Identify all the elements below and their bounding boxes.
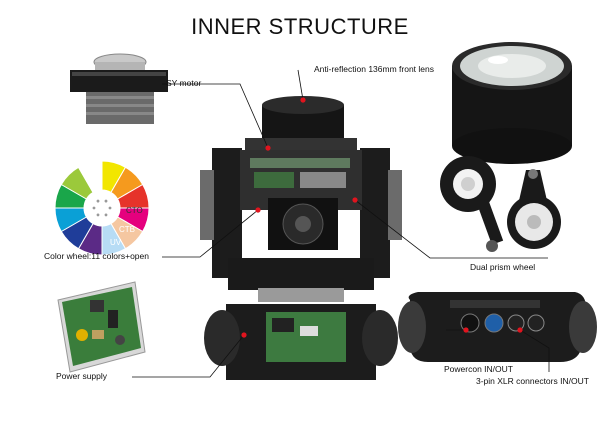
page-title: INNER STRUCTURE	[191, 14, 409, 39]
label-xlr: 3-pin XLR connectors IN/OUT	[476, 376, 589, 386]
label-sy-motor: SY motor	[166, 78, 202, 88]
wheel-cto-label: CTO	[126, 206, 143, 215]
wheel-uv-label: UV	[110, 238, 122, 247]
color-wheel-image	[54, 160, 150, 256]
callout-dots	[241, 97, 523, 338]
prism-wheel-image	[440, 156, 561, 252]
label-power-supply: Power supply	[56, 371, 108, 381]
color-wheel-hub-hole	[108, 206, 112, 210]
color-wheel-hub	[84, 190, 120, 226]
color-wheel-hub-hole	[104, 199, 108, 203]
power-supply-image	[57, 281, 146, 373]
color-wheel-hub-hole	[96, 213, 100, 217]
color-wheel-hub-hole	[104, 213, 108, 217]
sy-motor-image	[70, 53, 168, 124]
label-front-lens: Anti-reflection 136mm front lens	[314, 64, 434, 74]
label-prism-wheel: Dual prism wheel	[470, 262, 536, 272]
color-wheel-hub-hole	[92, 206, 96, 210]
rear-panel-image	[398, 292, 597, 362]
moving-head-fixture	[200, 96, 402, 380]
callout-lines	[132, 69, 550, 378]
label-powercon: Powercon IN/OUT	[444, 364, 513, 374]
label-color-wheel: Color wheel:11 colors+open	[44, 251, 149, 261]
wheel-ctb-label: CTB	[119, 225, 135, 234]
front-lens-image	[452, 42, 572, 164]
color-wheel-hub-hole	[96, 199, 100, 203]
